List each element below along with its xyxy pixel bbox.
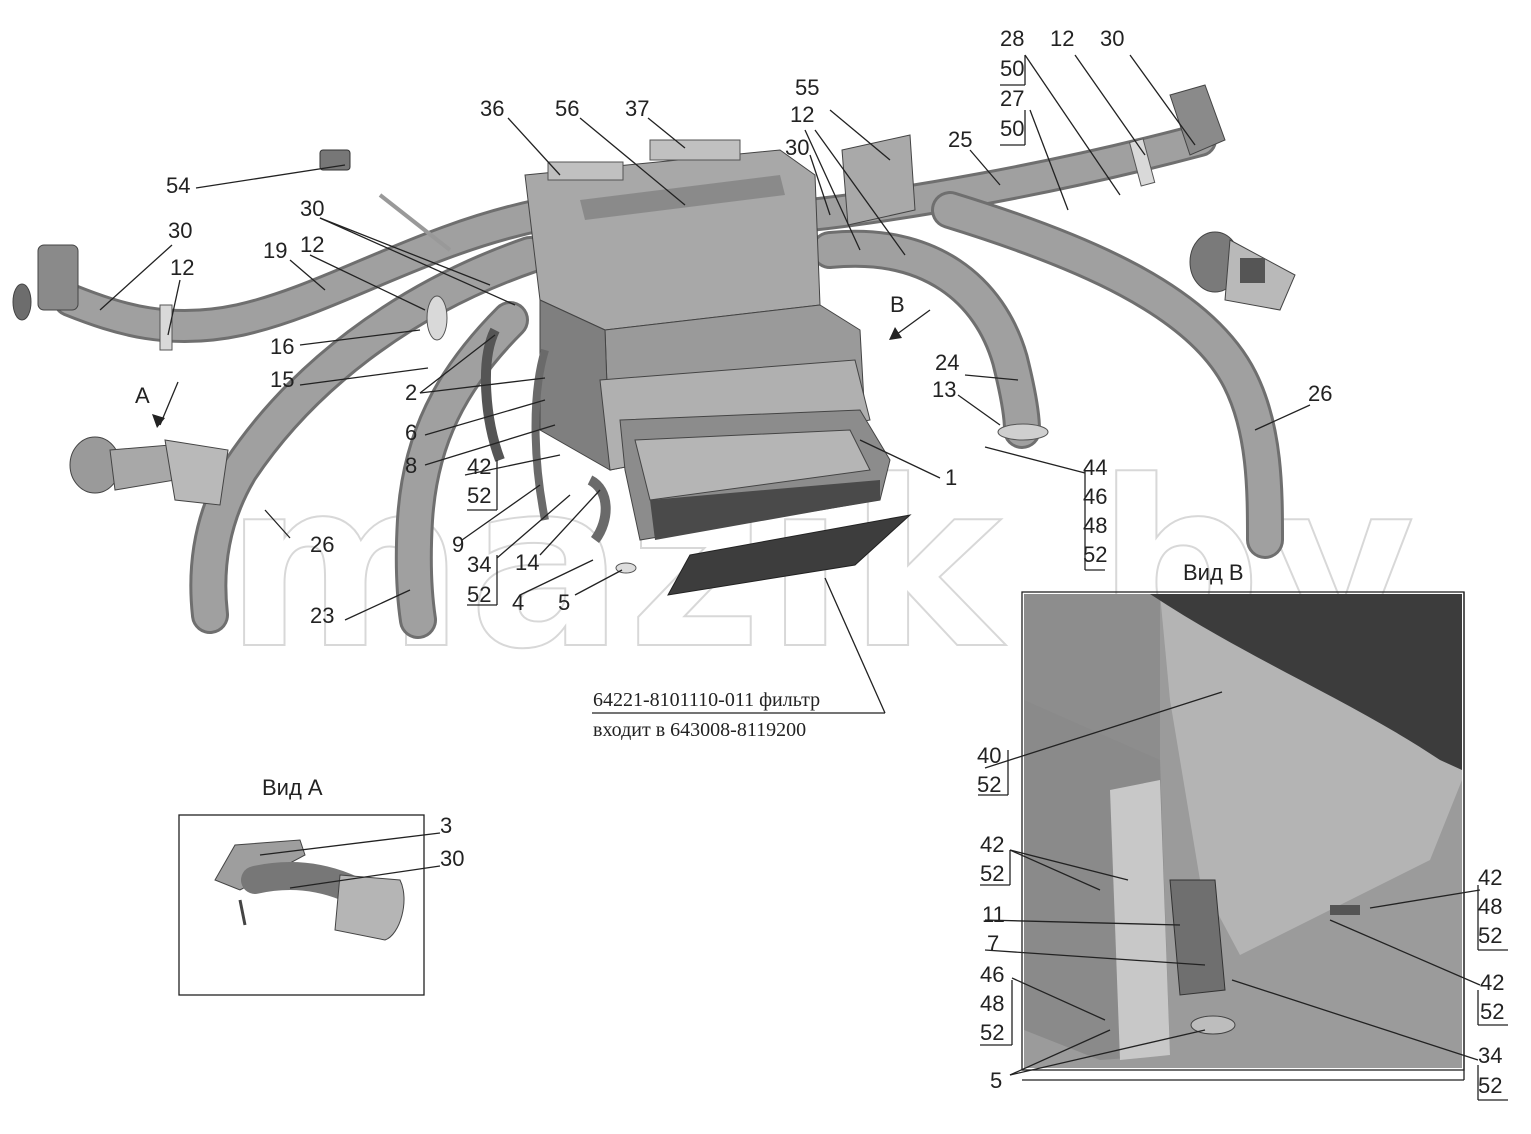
label-55: 55 xyxy=(795,75,819,100)
view-a-label-30: 30 xyxy=(440,846,464,871)
label-48: 48 xyxy=(1083,513,1107,538)
filter-note-line-1: 64221-8101110-011 фильтр xyxy=(593,689,820,711)
label-16: 16 xyxy=(270,334,294,359)
label-26-right: 26 xyxy=(1308,381,1332,406)
view-b-panel: Вид В xyxy=(977,560,1508,1101)
label-30-left-2: 30 xyxy=(300,196,324,221)
heater-body xyxy=(480,139,891,574)
view-b-label-40: 40 xyxy=(977,743,1001,768)
label-13: 13 xyxy=(932,377,956,402)
leader-lines xyxy=(99,54,1311,714)
label-25: 25 xyxy=(948,127,972,152)
label-26-left: 26 xyxy=(310,532,334,557)
view-b-label-52-right-2: 52 xyxy=(1480,999,1504,1024)
view-b-label-52-c: 52 xyxy=(980,1020,1004,1045)
label-5: 5 xyxy=(558,590,570,615)
view-a-label-3: 3 xyxy=(440,813,452,838)
label-24: 24 xyxy=(935,350,959,375)
label-15: 15 xyxy=(270,367,294,392)
sensor-54 xyxy=(319,149,452,252)
label-54: 54 xyxy=(166,173,190,198)
label-52-c: 52 xyxy=(1083,542,1107,567)
label-30-top-right: 30 xyxy=(1100,26,1124,51)
label-56: 56 xyxy=(555,96,579,121)
label-30-left: 30 xyxy=(168,218,192,243)
label-4: 4 xyxy=(512,590,524,615)
label-12-top-right: 12 xyxy=(1050,26,1074,51)
view-b-label-42-right: 42 xyxy=(1478,865,1502,890)
label-12-left-2: 12 xyxy=(300,232,324,257)
view-b-title: Вид В xyxy=(1183,560,1244,585)
view-b-label-52-right: 52 xyxy=(1478,923,1502,948)
label-27: 27 xyxy=(1000,86,1024,111)
view-b-label-52-b: 52 xyxy=(980,861,1004,886)
air-nozzle-top-right xyxy=(1169,84,1226,156)
label-19: 19 xyxy=(263,238,287,263)
air-nozzle-left xyxy=(12,244,79,321)
view-b-label-52-right-3: 52 xyxy=(1478,1073,1502,1098)
label-34-a: 34 xyxy=(467,552,491,577)
cabin-filter xyxy=(667,514,912,596)
deflector-right xyxy=(1189,231,1296,311)
label-28: 28 xyxy=(1000,26,1024,51)
duct-pipes xyxy=(53,123,1284,639)
label-44: 44 xyxy=(1083,455,1107,480)
label-9: 9 xyxy=(452,532,464,557)
label-42-a: 42 xyxy=(467,454,491,479)
part-labels: 54 36 56 37 55 12 30 28 50 12 30 27 50 2… xyxy=(135,26,1332,628)
view-b-label-48: 48 xyxy=(980,991,1004,1016)
label-12-left: 12 xyxy=(170,255,194,280)
label-37: 37 xyxy=(625,96,649,121)
label-8: 8 xyxy=(405,453,417,478)
view-b-label-42-a: 42 xyxy=(980,832,1004,857)
label-50-a: 50 xyxy=(1000,56,1024,81)
view-arrow-a-label: A xyxy=(135,383,150,408)
view-arrow-b xyxy=(889,309,931,340)
view-b-label-5: 5 xyxy=(990,1068,1002,1093)
view-a-frame xyxy=(178,814,425,996)
label-52-a: 52 xyxy=(467,483,491,508)
view-b-label-34: 34 xyxy=(1478,1043,1502,1068)
label-14: 14 xyxy=(515,550,539,575)
view-b-label-48-right: 48 xyxy=(1478,894,1502,919)
label-36: 36 xyxy=(480,96,504,121)
view-b-label-7: 7 xyxy=(987,931,999,956)
view-b-label-52-a: 52 xyxy=(977,772,1001,797)
view-b-label-42-right-2: 42 xyxy=(1480,970,1504,995)
flap-55 xyxy=(841,134,916,226)
label-23: 23 xyxy=(310,603,334,628)
label-12-center: 12 xyxy=(790,102,814,127)
deflector-left xyxy=(69,436,229,506)
view-b-label-11: 11 xyxy=(982,902,1005,927)
label-30-center: 30 xyxy=(785,135,809,160)
label-46: 46 xyxy=(1083,484,1107,509)
view-a-title: Вид A xyxy=(262,775,323,800)
label-50-b: 50 xyxy=(1000,116,1024,141)
view-b-label-46: 46 xyxy=(980,962,1004,987)
view-arrow-b-label: B xyxy=(890,292,905,317)
view-a-panel: Вид A 3 30 xyxy=(178,775,464,996)
filter-note-line-2: входит в 643008-8119200 xyxy=(593,719,806,741)
view-arrow-a xyxy=(152,381,179,428)
label-6: 6 xyxy=(405,420,417,445)
label-2: 2 xyxy=(405,380,417,405)
label-1: 1 xyxy=(945,465,957,490)
label-52-b: 52 xyxy=(467,582,491,607)
